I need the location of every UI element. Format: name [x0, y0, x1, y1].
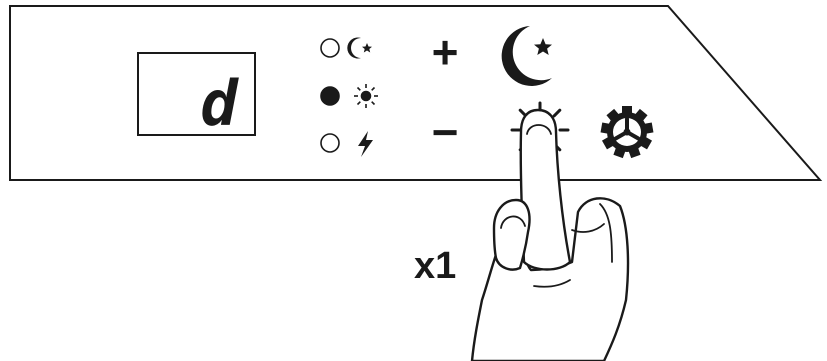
- mode-led-night: [321, 39, 339, 57]
- mode-indicator-night: [321, 37, 372, 58]
- mode-led-boost: [321, 134, 339, 152]
- mode-indicator-list: [321, 37, 378, 157]
- sun-icon: [354, 84, 378, 108]
- mode-indicator-day: [321, 84, 378, 108]
- mode-led-day: [321, 87, 339, 105]
- mode-indicator-boost: [321, 131, 373, 157]
- lightning-icon: [358, 131, 373, 157]
- minus-button[interactable]: −: [432, 106, 459, 158]
- star-icon: [534, 38, 552, 55]
- moon-star-icon: [347, 37, 372, 58]
- pointing-hand-illustration: [472, 110, 628, 361]
- settings-button[interactable]: [601, 106, 654, 158]
- digit-display: d: [138, 53, 255, 140]
- display-digit: d: [200, 67, 239, 140]
- plus-button[interactable]: +: [432, 26, 459, 78]
- hand-index-finger: [521, 110, 570, 270]
- moon-icon: [502, 26, 552, 86]
- press-count-label: x1: [414, 245, 456, 287]
- night-mode-button[interactable]: [502, 26, 552, 86]
- gear-icon: [601, 106, 654, 158]
- control-panel-outline: [10, 6, 820, 180]
